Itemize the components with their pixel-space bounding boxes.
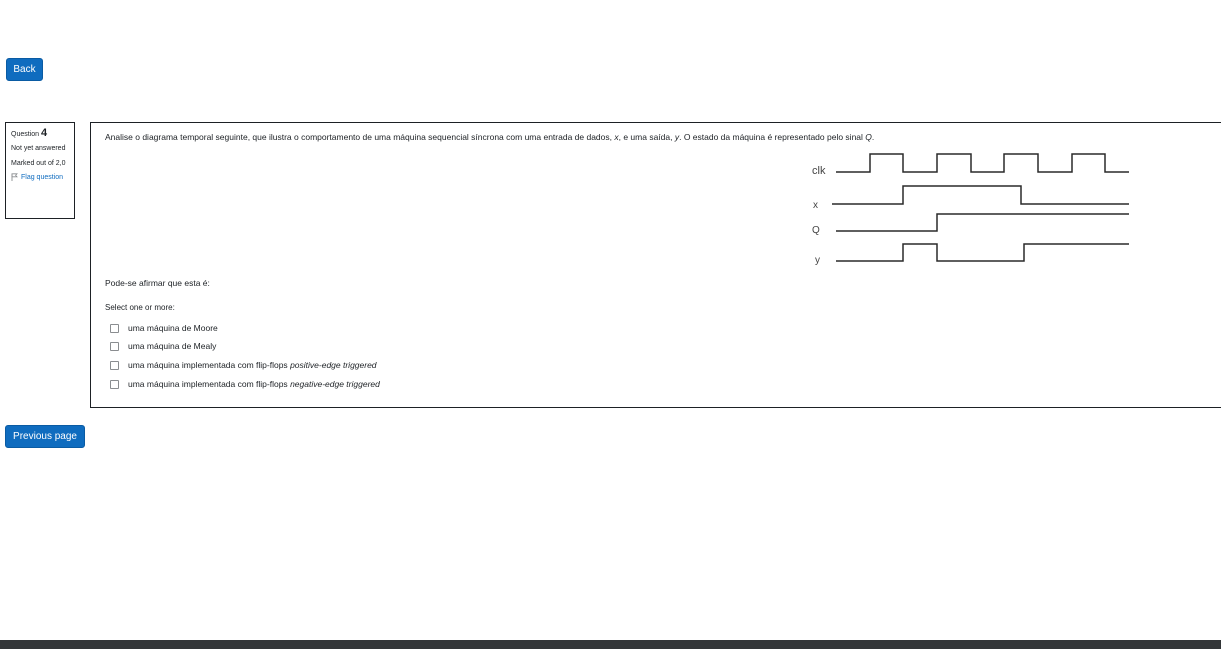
- timing-diagram: clk x Q y: [812, 153, 1129, 266]
- question-state: Not yet answered: [11, 145, 66, 152]
- question-prompt: Pode-se afirmar que esta é:: [105, 278, 210, 288]
- answer-label-text: uma máquina implementada com flip-flops: [128, 379, 291, 389]
- question-prefix: Question: [11, 131, 40, 138]
- answer-label-italic: negative-edge triggered: [290, 379, 380, 389]
- variable-x: x: [614, 132, 619, 142]
- question-text-part: Analise o diagrama temporal seguinte, qu…: [105, 132, 615, 142]
- answer-label: uma máquina implementada com flip-flops …: [128, 360, 377, 370]
- signal-label-y: y: [815, 255, 820, 266]
- question-text-part: , e uma saída,: [618, 132, 675, 142]
- answer-option[interactable]: uma máquina implementada com flip-flops …: [110, 379, 380, 389]
- answer-checkbox[interactable]: [110, 360, 119, 370]
- flag-question-link[interactable]: Flag question: [11, 173, 69, 182]
- question-text: Analise o diagrama temporal seguinte, qu…: [105, 132, 874, 142]
- answer-option[interactable]: uma máquina implementada com flip-flops …: [110, 360, 377, 370]
- answer-checkbox[interactable]: [110, 379, 119, 389]
- answer-label-italic: positive-edge triggered: [290, 360, 377, 370]
- answer-checkbox[interactable]: [110, 341, 119, 351]
- question-text-part: .: [871, 132, 875, 142]
- variable-y: y: [674, 132, 680, 142]
- waveform-q: [836, 213, 1129, 232]
- flag-icon: [11, 173, 18, 181]
- select-instruction: Select one or more:: [105, 303, 175, 312]
- signal-label-q: Q: [812, 225, 820, 236]
- answer-checkbox[interactable]: [110, 323, 119, 333]
- waveform-clk: [836, 153, 1129, 173]
- answer-label: uma máquina de Mealy: [128, 341, 217, 351]
- answer-label-text: uma máquina implementada com flip-flops: [128, 360, 291, 370]
- previous-page-button[interactable]: Previous page: [5, 425, 85, 448]
- question-content: Analise o diagrama temporal seguinte, qu…: [90, 122, 1221, 408]
- variable-q: Q: [865, 132, 872, 142]
- page-footer: [0, 640, 1221, 649]
- waveform-y: [836, 243, 1129, 262]
- question-grade: Marked out of 2,0: [11, 160, 66, 167]
- question-number: Question 4: [11, 127, 69, 139]
- question-info-panel: Question 4 Not yet answered Marked out o…: [5, 122, 75, 219]
- answer-option[interactable]: uma máquina de Mealy: [110, 341, 216, 351]
- signal-label-x: x: [813, 200, 818, 211]
- answer-label: uma máquina de Moore: [128, 323, 218, 333]
- question-text-part: . O estado da máquina é representado pel…: [679, 132, 866, 142]
- answer-label: uma máquina implementada com flip-flops …: [128, 379, 380, 389]
- back-button[interactable]: Back: [6, 58, 43, 81]
- answer-option[interactable]: uma máquina de Moore: [110, 323, 218, 333]
- question-number-value: 4: [40, 127, 48, 139]
- flag-question-label: Flag question: [21, 174, 64, 181]
- signal-label-clk: clk: [812, 165, 826, 177]
- waveform-x: [832, 185, 1129, 205]
